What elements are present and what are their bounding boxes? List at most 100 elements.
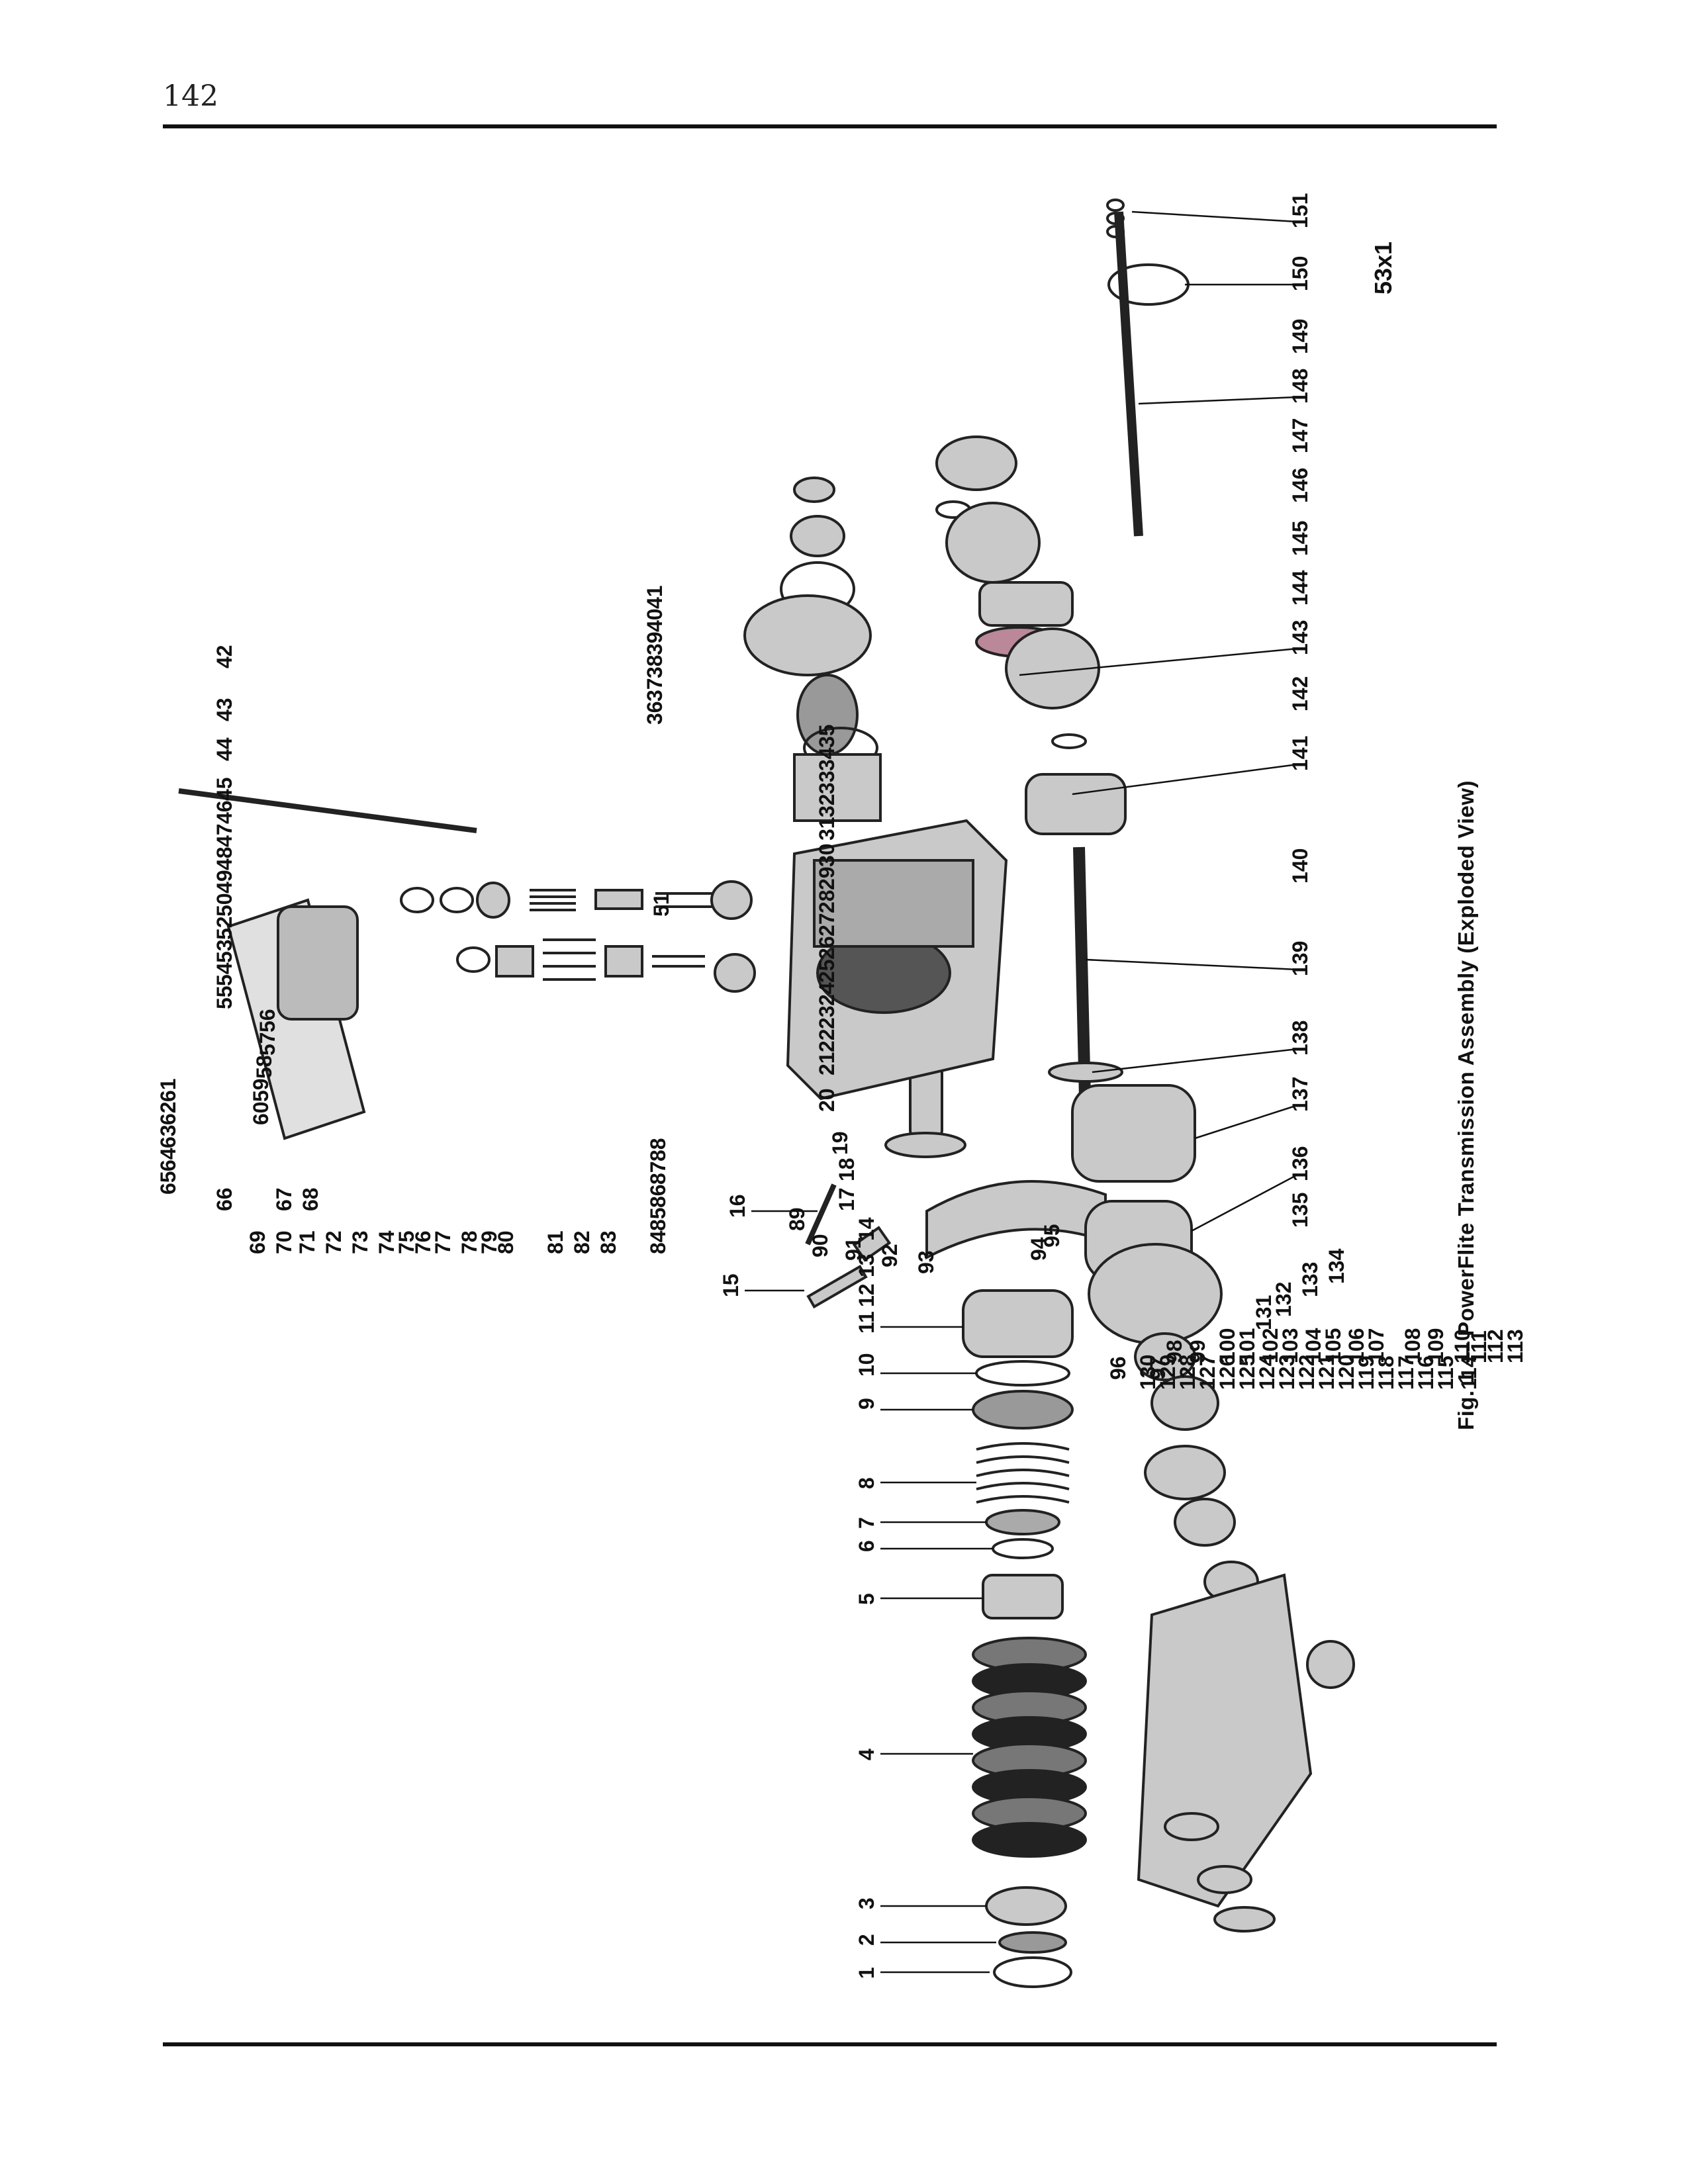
part-ring-10: [975, 1360, 1070, 1387]
callout-130: 130: [1136, 1355, 1160, 1390]
callout-116: 116: [1414, 1355, 1438, 1390]
callout-4: 4: [855, 1749, 878, 1760]
callout-43: 43: [212, 698, 236, 721]
callout-151: 151: [1288, 193, 1312, 228]
callout-19: 19: [828, 1131, 852, 1155]
callout-39: 39: [643, 631, 667, 655]
part-ring-1: [993, 1956, 1072, 1988]
callout-135: 135: [1288, 1193, 1312, 1228]
part-drum-11: [962, 1289, 1074, 1358]
callout-87: 87: [646, 1161, 670, 1185]
footer-rule: [163, 2042, 1497, 2046]
callout-91: 91: [841, 1237, 865, 1261]
callout-48: 48: [212, 846, 236, 870]
callout-11: 11: [855, 1311, 878, 1334]
part-piston-9: [972, 1390, 1074, 1430]
header-rule: [163, 124, 1497, 128]
part-extension-housing: [1137, 1573, 1313, 1908]
callout-82: 82: [570, 1230, 594, 1254]
callout-100: 100: [1215, 1328, 1239, 1363]
part-planetary-5: [982, 1574, 1064, 1619]
callout-45: 45: [212, 777, 236, 801]
callout-66: 66: [212, 1187, 236, 1211]
callout-17: 17: [835, 1187, 859, 1211]
callout-52: 52: [212, 916, 236, 940]
callout-31: 31: [815, 817, 839, 841]
callout-144: 144: [1288, 570, 1312, 606]
callout-46: 46: [212, 800, 236, 824]
part-band-17: [925, 1180, 1107, 1260]
callout-148: 148: [1288, 369, 1312, 404]
callout-90: 90: [808, 1234, 832, 1257]
callout-23: 23: [815, 1005, 839, 1029]
callout-13: 13: [855, 1253, 878, 1277]
callout-113: 113: [1503, 1329, 1527, 1363]
part-drum-137: [1071, 1084, 1196, 1183]
callout-49: 49: [212, 870, 236, 893]
callout-129: 129: [1156, 1355, 1180, 1390]
callout-71: 71: [295, 1230, 319, 1254]
callout-24: 24: [815, 982, 839, 1006]
callout-147: 147: [1288, 418, 1312, 453]
part-shift-rod-42: [178, 788, 477, 833]
callout-112: 112: [1483, 1329, 1507, 1363]
callout-102: 102: [1258, 1328, 1282, 1363]
part-strut-13: [852, 1226, 892, 1262]
callout-110: 110: [1450, 1329, 1474, 1363]
callout-104: 104: [1301, 1328, 1325, 1363]
callout-125: 125: [1235, 1355, 1259, 1390]
callout-7: 7: [855, 1517, 878, 1529]
page-number: 142: [163, 79, 218, 113]
callout-121: 121: [1315, 1355, 1338, 1390]
callout-149: 149: [1288, 319, 1312, 354]
callout-50: 50: [212, 893, 236, 917]
callout-133: 133: [1298, 1262, 1322, 1297]
callout-15: 15: [719, 1273, 743, 1297]
part-washer-2: [998, 1931, 1067, 1954]
callout-35: 35: [815, 724, 839, 748]
callout-106: 106: [1344, 1328, 1368, 1363]
callout-124: 124: [1255, 1354, 1279, 1390]
callout-44: 44: [212, 737, 236, 761]
callout-16: 16: [726, 1194, 749, 1218]
callout-134: 134: [1325, 1248, 1348, 1284]
callout-5: 5: [855, 1593, 878, 1605]
callout-53: 53: [212, 939, 236, 963]
callout-1: 1: [855, 1967, 878, 1979]
callout-76: 76: [411, 1230, 435, 1254]
callout-60: 60: [249, 1101, 273, 1125]
callout-137: 137: [1288, 1077, 1312, 1112]
callout-42: 42: [212, 645, 236, 668]
callout-22: 22: [815, 1028, 839, 1052]
callout-146: 146: [1288, 468, 1312, 503]
callout-122: 122: [1295, 1355, 1319, 1390]
callout-74: 74: [375, 1230, 399, 1254]
callout-62: 62: [156, 1101, 180, 1125]
callout-8: 8: [855, 1477, 878, 1489]
callout-83: 83: [596, 1230, 620, 1254]
callout-127: 127: [1196, 1355, 1219, 1390]
callout-73: 73: [348, 1230, 372, 1254]
part-pin-15: [805, 1183, 837, 1246]
callout-85: 85: [646, 1207, 670, 1231]
callout-81: 81: [543, 1230, 567, 1254]
callout-67: 67: [272, 1187, 296, 1211]
callout-57: 57: [256, 1032, 279, 1056]
callout-34: 34: [815, 747, 839, 771]
callout-51: 51: [649, 893, 673, 917]
callout-38: 38: [643, 655, 667, 678]
part-lever-14: [806, 1265, 868, 1309]
callout-117: 117: [1394, 1355, 1418, 1390]
part-mainshaft-149: [1114, 211, 1143, 537]
part-hub-3: [985, 1886, 1067, 1926]
callout-92: 92: [878, 1244, 902, 1267]
callout-119: 119: [1354, 1355, 1378, 1390]
callout-120: 120: [1335, 1355, 1358, 1390]
part-ring-7: [985, 1509, 1060, 1535]
callout-10: 10: [855, 1353, 878, 1377]
callout-3: 3: [855, 1897, 878, 1909]
callout-61: 61: [156, 1078, 180, 1102]
callout-99: 99: [1186, 1340, 1209, 1363]
callout-150: 150: [1288, 256, 1312, 291]
callout-41: 41: [643, 585, 667, 609]
